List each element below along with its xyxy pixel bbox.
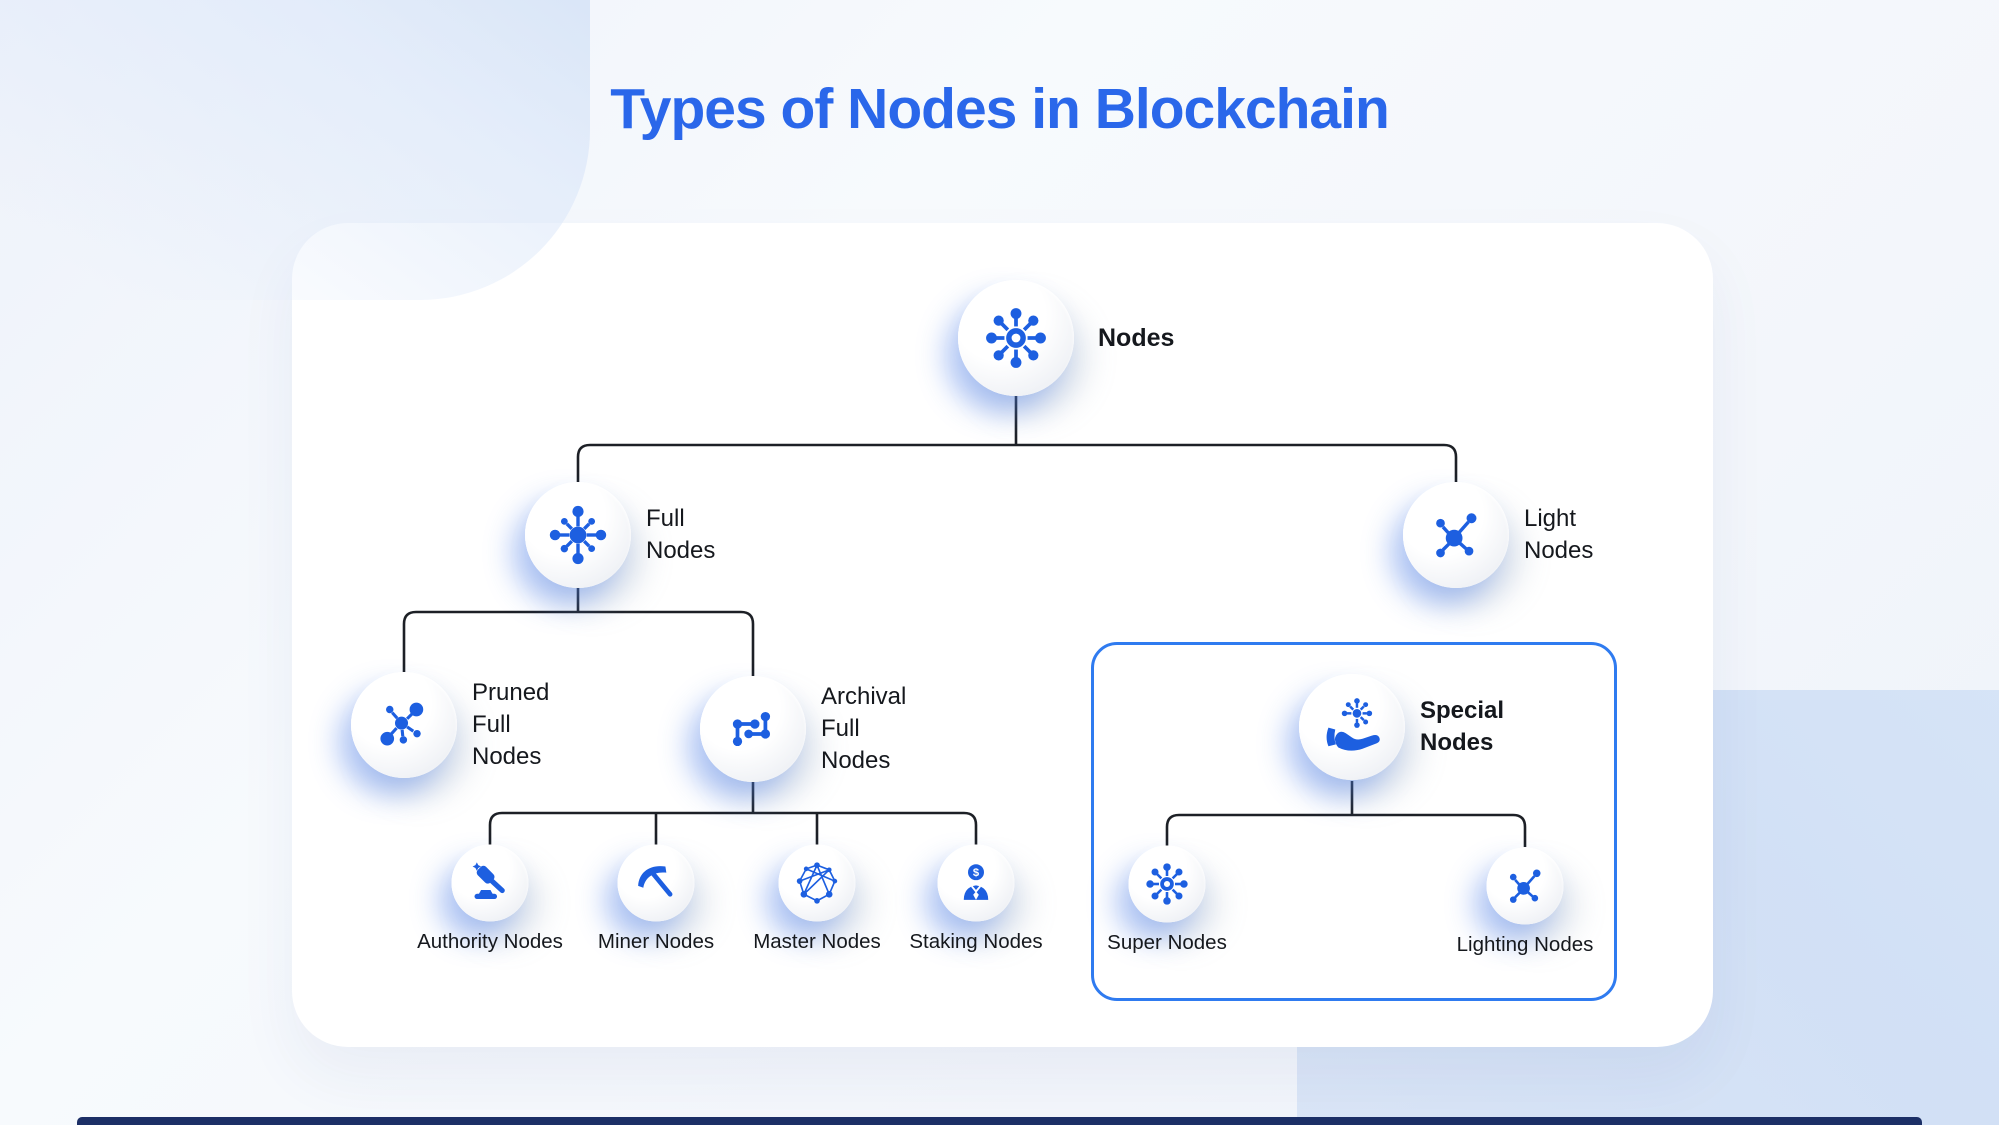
node-label: Staking Nodes xyxy=(909,930,1043,953)
hub-icon xyxy=(986,308,1046,368)
gavel-icon xyxy=(472,862,505,899)
pruned-network-icon xyxy=(380,702,424,746)
page-title: Types of Nodes in Blockchain xyxy=(610,77,1390,141)
node-circle xyxy=(1486,847,1564,925)
node-label: Light Nodes xyxy=(1524,505,1594,564)
node-circle: $ xyxy=(937,844,1015,922)
node-circle xyxy=(778,844,856,922)
node-label: Authority Nodes xyxy=(417,930,563,953)
molecule-icon xyxy=(1436,513,1477,558)
hand-network-icon xyxy=(1326,698,1380,751)
node-label: Special Nodes xyxy=(1420,697,1505,756)
node-label: Super Nodes xyxy=(1107,931,1227,954)
node-label: Archival Full Nodes xyxy=(821,683,907,774)
node-label: Full Nodes xyxy=(646,505,716,564)
node-circle xyxy=(700,676,806,782)
special-nodes-group-box xyxy=(1091,642,1617,1001)
node-circle xyxy=(351,672,457,778)
bottom-accent-bar xyxy=(77,1117,1922,1125)
node-circle xyxy=(451,844,529,922)
node-label: Lighting Nodes xyxy=(1456,933,1594,956)
node-circle xyxy=(1403,482,1509,588)
node-label: Nodes xyxy=(1098,324,1175,352)
staker-coin-icon: $ xyxy=(963,864,989,900)
mesh-network-icon xyxy=(796,862,838,904)
node-label: Master Nodes xyxy=(753,930,881,953)
node-label: Miner Nodes xyxy=(597,930,715,953)
node-label: Pruned Full Nodes xyxy=(472,679,550,770)
full-hub-icon xyxy=(549,505,607,565)
dollar-symbol: $ xyxy=(973,867,980,879)
node-circle xyxy=(1299,674,1405,780)
hub-icon xyxy=(1146,863,1188,905)
node-circle xyxy=(958,280,1074,396)
pickaxe-icon xyxy=(638,866,673,897)
circuit-nodes-icon xyxy=(732,711,771,747)
node-circle xyxy=(525,482,631,588)
node-circle xyxy=(617,844,695,922)
molecule-icon xyxy=(1509,869,1541,903)
node-circle xyxy=(1128,845,1206,923)
